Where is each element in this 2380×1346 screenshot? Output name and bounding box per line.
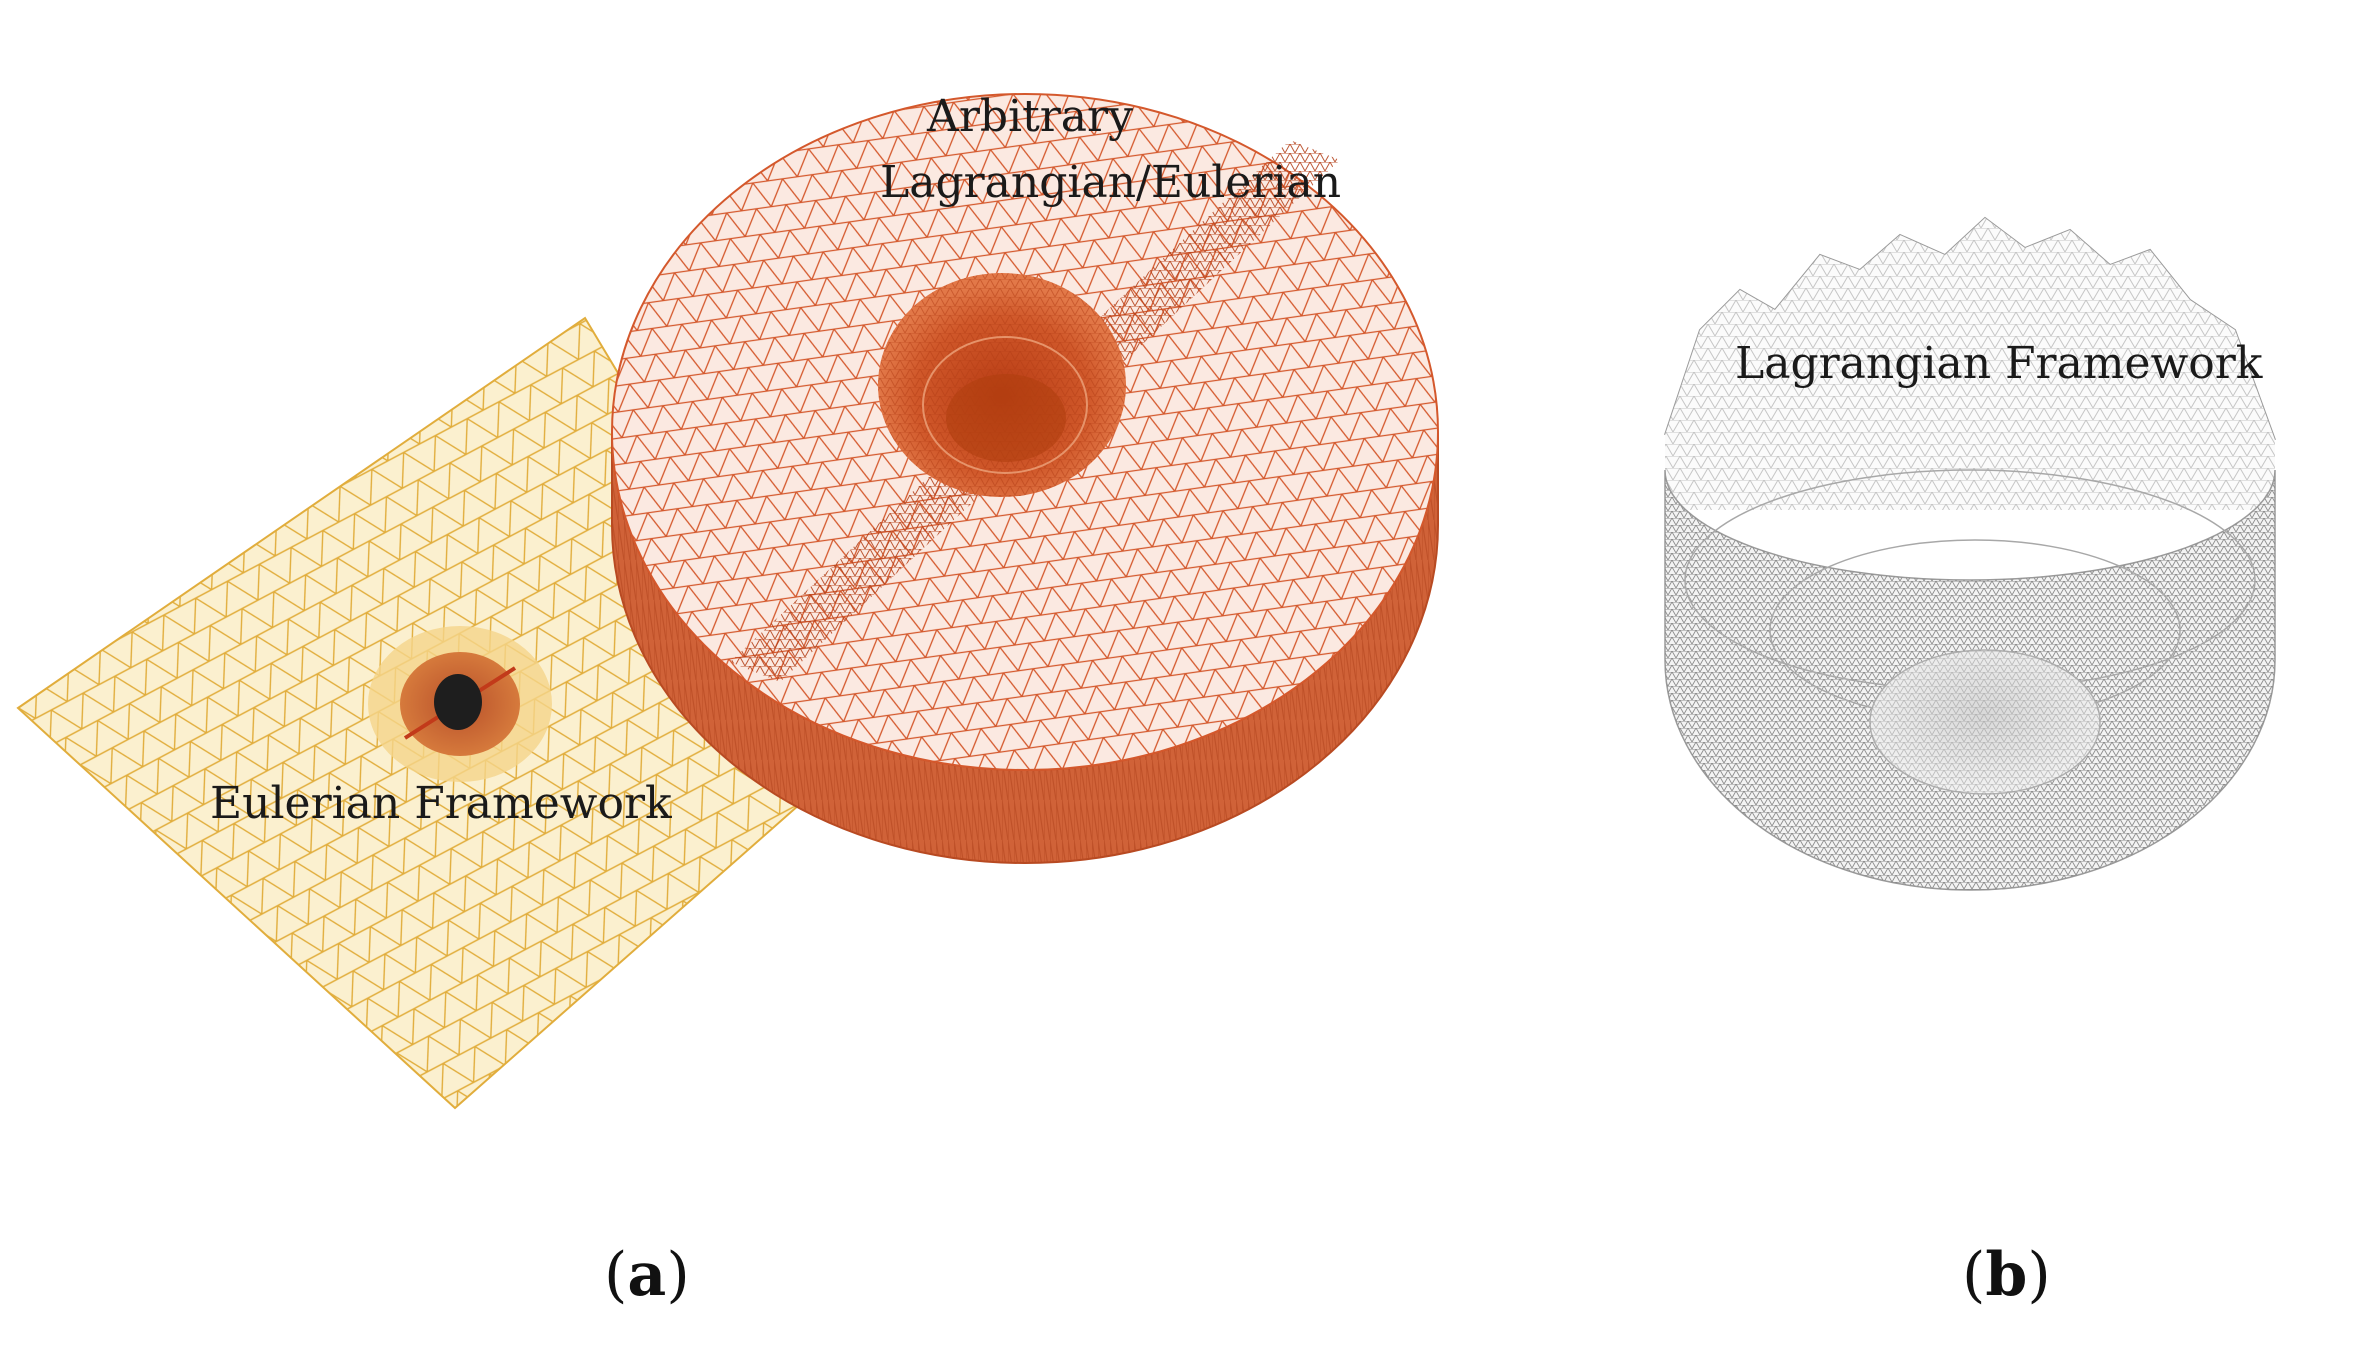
caption-b: (b)	[1962, 1240, 2051, 1310]
caption-a-open: (	[604, 1240, 628, 1310]
caption-a-close: )	[666, 1240, 690, 1310]
lagrangian-cup	[1664, 216, 2276, 891]
caption-a-letter: a	[627, 1240, 667, 1310]
lagrangian-label: Lagrangian Framework	[1735, 338, 2263, 389]
ale-label-line2: Lagrangian/Eulerian	[880, 157, 1342, 208]
ale-label: Arbitrary Lagrangian/Eulerian	[880, 84, 1341, 216]
caption-b-open: (	[1962, 1240, 1986, 1310]
ale-label-line1: Arbitrary	[927, 91, 1133, 142]
ale-disc	[611, 93, 1439, 864]
caption-b-close: )	[2027, 1240, 2051, 1310]
caption-a: (a)	[604, 1240, 690, 1310]
projectile	[434, 674, 482, 730]
caption-b-letter: b	[1985, 1240, 2028, 1310]
eulerian-label: Eulerian Framework	[210, 778, 672, 829]
